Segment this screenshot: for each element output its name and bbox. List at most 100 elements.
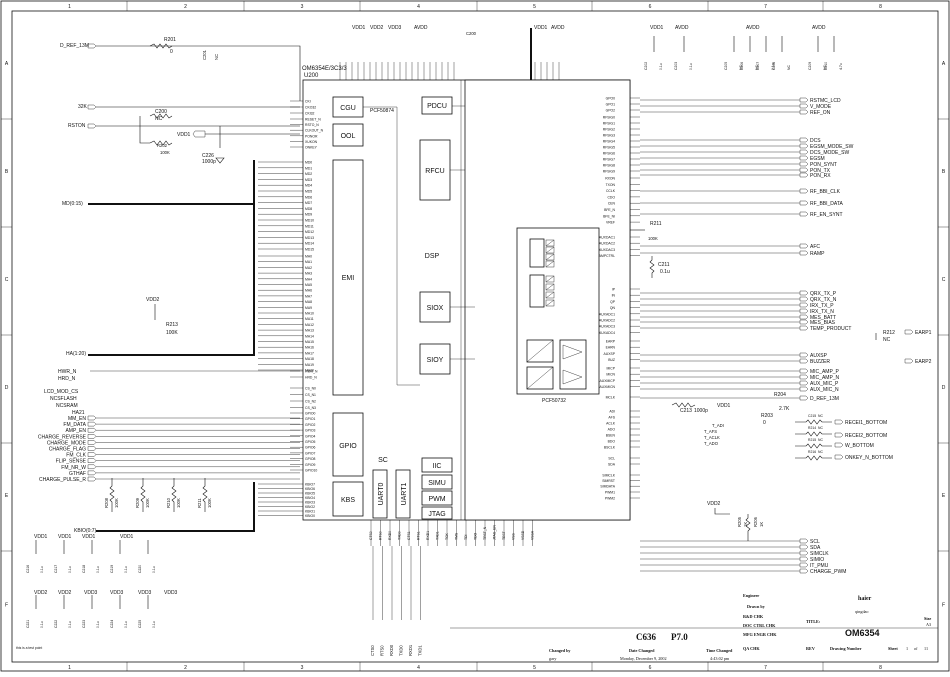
r204-ref: C213 (680, 408, 692, 414)
port-arrow-icon (799, 172, 809, 178)
time-changed-label: Time Changed (706, 648, 733, 653)
pin-label-right: AUXDAC2 (599, 242, 615, 246)
codec-switch-cell (545, 299, 555, 307)
cap-ref: C206 (740, 62, 744, 70)
port-arrow-icon (799, 325, 809, 331)
pin-label-right: RFSIG5 (603, 146, 615, 150)
port-arrow-icon (87, 458, 97, 463)
of-label: of (914, 646, 918, 651)
codec-cells (526, 239, 583, 390)
r201-value: 0 (170, 49, 173, 55)
pin-label-right: AUXMICP (600, 379, 616, 383)
cap-value: NC (823, 65, 827, 70)
block-jtag (421, 506, 453, 520)
right-signal-label: RSTMC_LCD (810, 98, 841, 104)
left-group-signal: FLIP_SENSE (56, 459, 87, 465)
codec-switch-cell (545, 275, 555, 283)
r212-value: 0.1u (660, 269, 670, 275)
pin-label-right: GPO2 (606, 109, 616, 113)
port-arrow-icon (799, 103, 809, 109)
grid-col-label-bottom: 7 (764, 665, 767, 671)
pin-label-left: KBIO4 (305, 496, 315, 500)
port-32k: 32K (78, 104, 88, 110)
port-arrow-icon (87, 415, 97, 421)
grid-row-label-left: C (5, 277, 9, 283)
pin-label-right: RFSIG8 (603, 164, 615, 168)
r213-ref: R213 (166, 322, 178, 328)
r213-value: 100K (166, 330, 178, 336)
pin-label-left: CS_N0 (305, 387, 316, 391)
cap-value: 0.1u (96, 566, 100, 573)
left-group-signal: FM_NR_W (61, 465, 86, 471)
pin-label-right: MCLK (606, 396, 616, 400)
right-signal-label: EGSM (810, 156, 825, 162)
grid-col-label-bottom: 5 (533, 665, 536, 671)
pin-label-left: GPIO6 (305, 446, 315, 450)
cap-value: 0.1u (689, 63, 693, 70)
port-lcd-cs: LCD_MOD_CS (44, 389, 79, 395)
pin-label-right: SCL (608, 457, 615, 461)
right-signal-label: MES_BIAS (810, 320, 836, 326)
left-group-signal: GTHAF (69, 471, 86, 477)
pin-label-left: MD10 (305, 219, 314, 223)
c201-value: NC (214, 54, 219, 60)
port-arrow-icon (799, 200, 809, 206)
left-group-signal: CHARGE_REVERSE (38, 434, 87, 440)
cap-ref: C220 (138, 565, 142, 573)
pin-label-right: AUXMICN (599, 385, 615, 389)
kbio-bus-wire (96, 482, 255, 532)
pin-label-right: RFSIG1 (603, 122, 615, 126)
pin-label-left: GPIO4 (305, 434, 315, 438)
qa-chk-label: QA CHK (743, 646, 760, 651)
grid-col-label-top: 1 (68, 4, 71, 10)
changed-by-value: gary (549, 656, 557, 661)
pin-label-left: MA18 (305, 357, 314, 361)
rcv-resistor-icon (795, 455, 832, 461)
pin-label-left: MA2 (305, 266, 312, 270)
wire-r207 (139, 126, 150, 144)
port-arrow-icon (799, 380, 809, 386)
pin-label-left: MA1 (305, 260, 312, 264)
right-signal-label: MES_BATT (810, 315, 836, 321)
cap-value: 0.1u (96, 621, 100, 628)
inner-border (11, 10, 939, 663)
codec-switch-diag (545, 291, 555, 299)
port-arrow-icon (799, 143, 809, 149)
pin-label-left: MD9 (305, 213, 312, 217)
cap-value: 0.1u (152, 621, 156, 628)
pin-label-right: PWM2 (605, 497, 615, 501)
codec-switch-diag (545, 253, 555, 261)
port-arrow-icon (799, 211, 809, 217)
cap-ref: C203 (674, 62, 678, 70)
pin-label-right: AUXDAC3 (599, 248, 615, 252)
port-arrow-icon (799, 296, 809, 302)
right-signal-label: PON_SYNT (810, 162, 837, 168)
cap-ref: C210 (824, 62, 828, 70)
grid-col-label-bottom: 8 (879, 665, 882, 671)
port-arrow-icon (87, 464, 97, 469)
bottom-signal-label: TXD0 (399, 645, 404, 656)
codec-switch-diag (545, 246, 555, 254)
right-signal-label: RF_EN_SYNT (810, 212, 843, 218)
drawn-by-label: Drawn by (747, 604, 766, 609)
cap-value: NC (755, 65, 759, 70)
right-signal-label: D_REF_13M (810, 396, 839, 402)
vdd1-top-label: VDD1 (352, 25, 366, 31)
md-bus-label: MD(0:15) (62, 201, 83, 207)
port-ncsflash: NCSFLASH (50, 396, 77, 402)
pin-label-right: IN (612, 294, 616, 298)
resistor-pullup-icon (202, 478, 208, 512)
cap-ref: C209 (808, 62, 812, 70)
pin-label-right: AUXSP (604, 352, 616, 356)
supply-label: VDD1 (58, 534, 72, 540)
avdd-tr-label-3: AVDD (812, 25, 826, 31)
top-pin-row (339, 62, 560, 80)
right-signal-label: CHARGE_PWM (810, 569, 846, 575)
left-clock-section: D_REF_13M R201 0 C201 NC 32K RSTON C200 … (60, 37, 301, 165)
c226-value: 1000p (202, 159, 216, 165)
pin-label-left: MD2 (305, 172, 312, 176)
right-signal-label: QRX_TX_N (810, 297, 837, 303)
sheet-label: Sheet (888, 646, 898, 651)
footnote: this is a test point (16, 646, 42, 650)
